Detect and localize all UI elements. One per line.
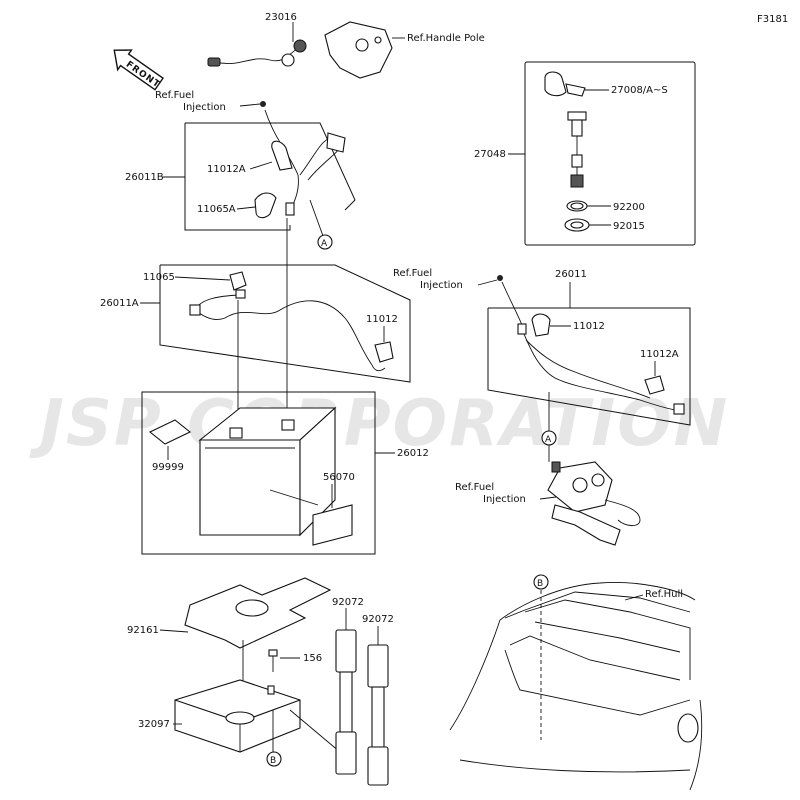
callout-a-1-text: A	[321, 239, 328, 249]
part-11012-cap-2	[531, 313, 551, 337]
label-92072-2: 92072	[362, 614, 394, 625]
callout-b-2-text: B	[537, 579, 543, 589]
part-92072-strap-2	[367, 644, 389, 786]
label-ref-fuel-2b: Injection	[420, 280, 463, 291]
label-56070: 56070	[323, 472, 355, 483]
label-ref-fuel-3a: Ref.Fuel	[455, 482, 494, 493]
fuel-injection-assembly	[547, 461, 641, 546]
label-11065: 11065	[143, 272, 175, 283]
label-26011B: 26011B	[125, 172, 164, 183]
label-92200: 92200	[613, 202, 645, 213]
callout-b-1	[266, 751, 282, 767]
part-156-bolt	[268, 649, 278, 672]
label-32097: 32097	[138, 719, 170, 730]
part-11012A-cap-1	[271, 140, 293, 171]
part-27048-switch	[544, 71, 590, 232]
part-11012-cap-1	[374, 341, 394, 363]
part-26011A-cable	[189, 289, 386, 372]
part-11012A-cap-2	[644, 375, 665, 395]
part-32097-tray	[174, 679, 301, 753]
label-11065A: 11065A	[197, 204, 236, 215]
label-26011: 26011	[555, 269, 587, 280]
part-26011-cable	[501, 281, 685, 415]
part-92072-strap-1	[335, 629, 357, 775]
label-92015: 92015	[613, 221, 645, 232]
label-11012A-1: 11012A	[207, 164, 246, 175]
label-ref-fuel-2a: Ref.Fuel	[393, 268, 432, 279]
label-23016: 23016	[265, 12, 297, 23]
callout-a-2-text: A	[545, 435, 552, 445]
label-11012A-2: 11012A	[640, 349, 679, 360]
label-ref-fuel-1b: Injection	[183, 102, 226, 113]
callout-b-1-text: B	[270, 756, 276, 766]
callout-b-2	[533, 574, 549, 590]
label-ref-fuel-1a: Ref.Fuel	[155, 90, 194, 101]
label-11012-2: 11012	[573, 321, 605, 332]
watermark: JSP CORPORATION	[29, 387, 729, 461]
label-ref-fuel-3b: Injection	[483, 494, 526, 505]
label-156: 156	[303, 653, 322, 664]
front-arrow-icon: FRONT	[113, 49, 164, 91]
figure-id: F3181	[757, 14, 788, 25]
part-23016-harness	[207, 21, 393, 79]
label-99999: 99999	[152, 462, 184, 473]
label-27048: 27048	[474, 149, 506, 160]
label-26012: 26012	[397, 448, 429, 459]
label-ref-hull: Ref.Hull	[645, 589, 683, 600]
label-ref-handle-pole: Ref.Handle Pole	[407, 33, 485, 44]
part-26011B-cable	[264, 109, 346, 216]
battery-26012	[198, 406, 337, 537]
part-11065-cap	[229, 271, 247, 291]
part-56070-label	[312, 504, 353, 546]
label-92072-1: 92072	[332, 597, 364, 608]
label-27008: 27008/A~S	[611, 85, 668, 96]
label-11012-1: 11012	[366, 314, 398, 325]
label-26011A: 26011A	[100, 298, 139, 309]
label-92161: 92161	[127, 625, 159, 636]
hull-ref-drawing	[449, 582, 703, 791]
part-11065A-cap	[254, 192, 277, 219]
part-99999-label	[148, 419, 192, 445]
callout-a-2	[541, 430, 557, 446]
callout-a-1	[317, 234, 333, 250]
